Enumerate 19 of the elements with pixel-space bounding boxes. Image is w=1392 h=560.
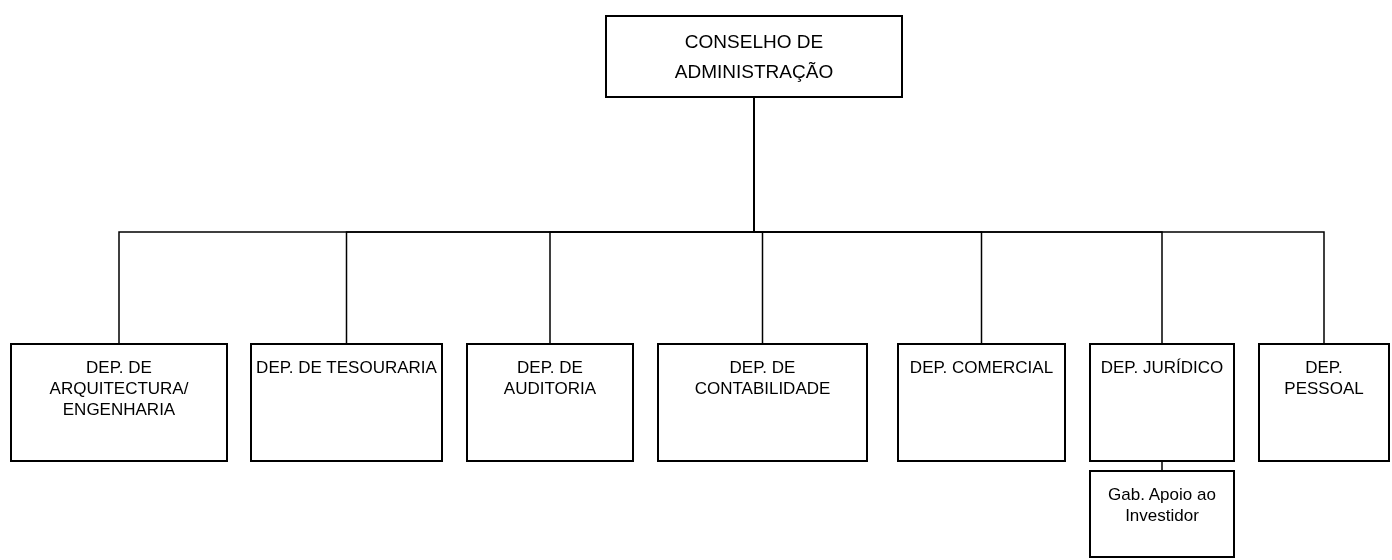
connector-line [1161,461,1163,471]
org-box [466,343,634,462]
department-name: Gab. Apoio ao Investidor [1107,484,1217,526]
department-name: DEP. PESSOAL [1283,357,1365,399]
department-name: CONSELHO DE ADMINISTRAÇÃO [673,29,835,84]
department-name: DEP. DE TESOURARIA [256,357,437,378]
department-name: DEP. DE ARQUITECTURA/ ENGENHARIA [48,357,190,420]
org-box [657,343,868,462]
org-box [897,343,1066,462]
org-box [10,343,228,462]
org-box [250,343,443,462]
department-name: DEP. DE AUDITORIA [502,357,598,399]
org-box [1258,343,1390,462]
org-box [605,15,903,98]
department-name: DEP. DE CONTABILIDADE [693,357,832,399]
department-name: DEP. COMERCIAL [909,357,1054,378]
department-name: DEP. JURÍDICO [1100,357,1224,378]
org-box [1089,343,1235,462]
org-box [1089,470,1235,558]
